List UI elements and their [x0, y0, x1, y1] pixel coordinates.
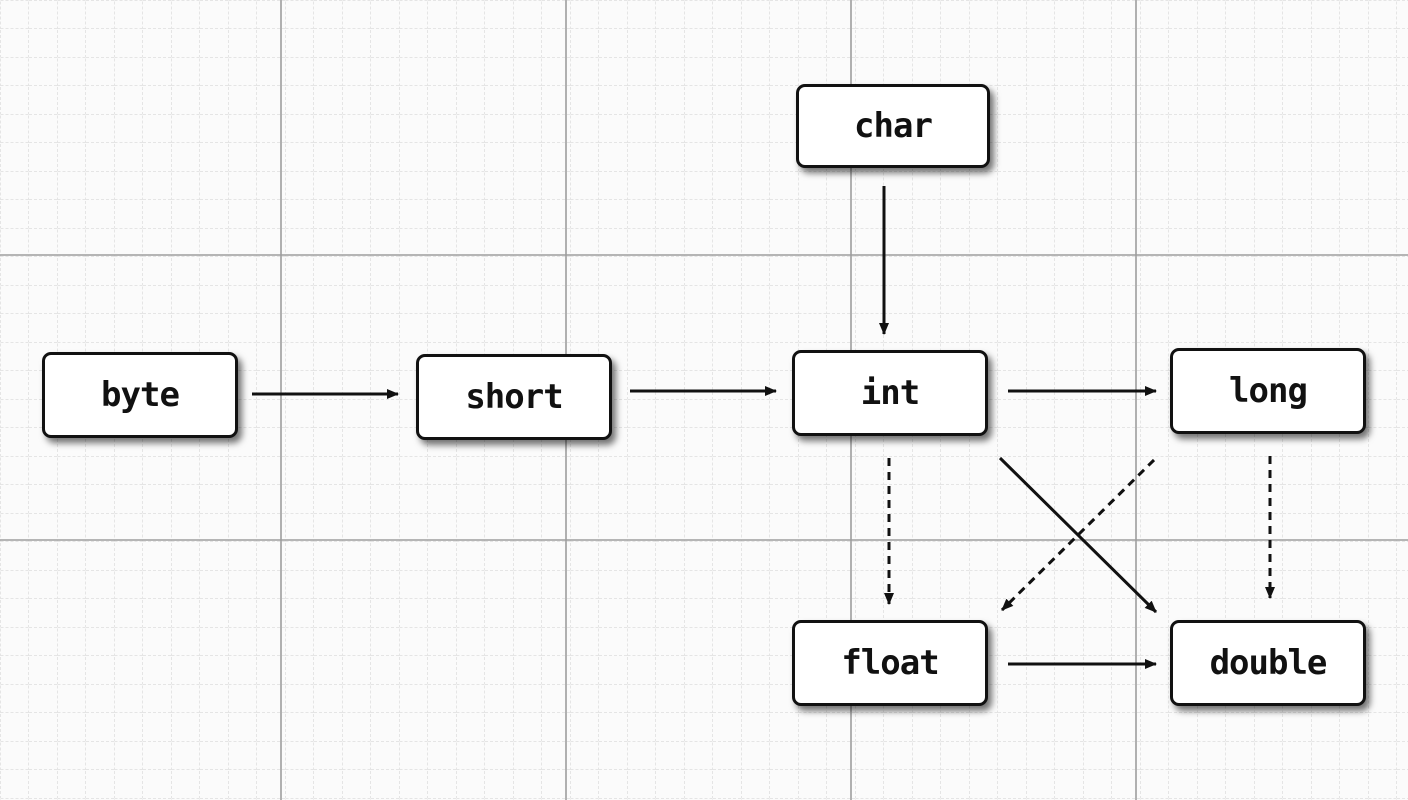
node-label-char: char: [854, 106, 933, 146]
node-label-double: double: [1209, 643, 1328, 683]
node-int: int: [792, 350, 988, 436]
node-char: char: [796, 84, 990, 168]
node-label-int: int: [860, 373, 920, 413]
node-double: double: [1170, 620, 1366, 706]
node-label-short: short: [465, 377, 563, 417]
node-long: long: [1170, 348, 1366, 434]
node-label-long: long: [1229, 371, 1308, 411]
node-short: short: [416, 354, 612, 440]
node-byte: byte: [42, 352, 238, 438]
edge-int-double: [998, 456, 1158, 614]
node-float: float: [792, 620, 988, 706]
edge-long-float: [1000, 458, 1156, 612]
node-label-byte: byte: [101, 375, 180, 415]
node-label-float: float: [841, 643, 939, 683]
